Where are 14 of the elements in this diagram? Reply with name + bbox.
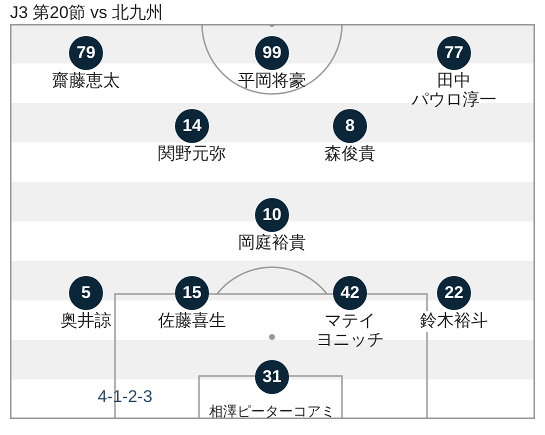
- player-name: 奥井諒: [60, 311, 112, 330]
- player-name: 相澤ピーターコアミ: [209, 402, 335, 421]
- player-name: 関野元弥: [158, 144, 226, 163]
- player-name: 田中パウロ淳一: [410, 71, 498, 109]
- player-name: マテイヨニッチ: [315, 311, 385, 349]
- number-circle: 31: [255, 360, 289, 394]
- player-name: 岡庭裕貴: [238, 233, 306, 252]
- player-name: 齋藤恵太: [52, 71, 120, 90]
- formation-label: 4-1-2-3: [98, 387, 152, 407]
- player-name: 佐藤喜生: [158, 311, 226, 330]
- player-name: 鈴木裕斗: [420, 311, 488, 330]
- player-name: 平岡将豪: [238, 71, 306, 90]
- title: J3 第20節 vs 北九州: [10, 3, 164, 23]
- player-name: 森俊貴: [324, 144, 376, 163]
